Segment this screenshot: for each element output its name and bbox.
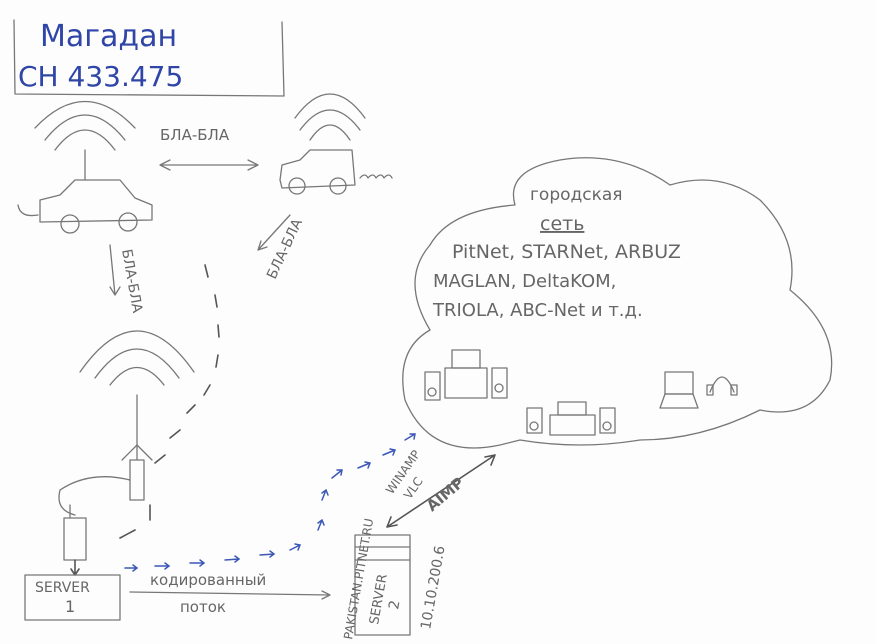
bla-arrow-left [109, 244, 121, 296]
headphones-icon [706, 376, 738, 396]
laptop-icon [659, 371, 699, 409]
frequency-label: СН 433.475 [18, 60, 183, 93]
radio-icon [63, 504, 87, 576]
aimp-label: AIMP [423, 474, 468, 516]
cloud-line-1: PitNet, STARNet, ARBUZ [452, 241, 681, 263]
cloud-line-3: TRIOLA, ABC-Net и т.д. [432, 300, 643, 321]
city-network-cloud: городская сеть PitNet, STARNet, ARBUZ MA… [402, 157, 833, 449]
aimp-arrow [386, 454, 496, 528]
server-1: SERVER 1 [24, 574, 121, 621]
server-2-number: 2 [386, 599, 403, 611]
antenna-icon [58, 330, 195, 516]
stereo-icon-2 [526, 401, 616, 436]
server-1-number: 1 [65, 597, 75, 616]
server-1-label: SERVER [35, 580, 90, 596]
city-label: Магадан [40, 19, 177, 54]
bla-right-label: БЛА-БЛА [264, 216, 306, 282]
stream-label-2: поток [180, 598, 226, 616]
cloud-line-2: MAGLAN, DeltaKOM, [433, 271, 616, 292]
cloud-title-2: сеть [540, 213, 584, 235]
bla-arrow-right [257, 214, 291, 251]
cloud-title-1: городская [530, 185, 623, 205]
title-box: Магадан СН 433.475 [13, 19, 285, 97]
blue-stream-arrows [124, 433, 416, 572]
bla-top-label: БЛА-БЛА [160, 126, 230, 144]
jeep-icon [279, 93, 393, 195]
ip-label: 10.10.200.6 [418, 545, 448, 631]
bla-arrow-top [159, 159, 259, 171]
radio-signal-arrows [119, 264, 220, 539]
bla-left-label: БЛА-БЛА [118, 248, 145, 315]
car-icon [17, 100, 153, 234]
stream-label-1: кодированный [150, 571, 266, 589]
stereo-icon [424, 349, 508, 401]
stream-arrow [129, 590, 331, 600]
